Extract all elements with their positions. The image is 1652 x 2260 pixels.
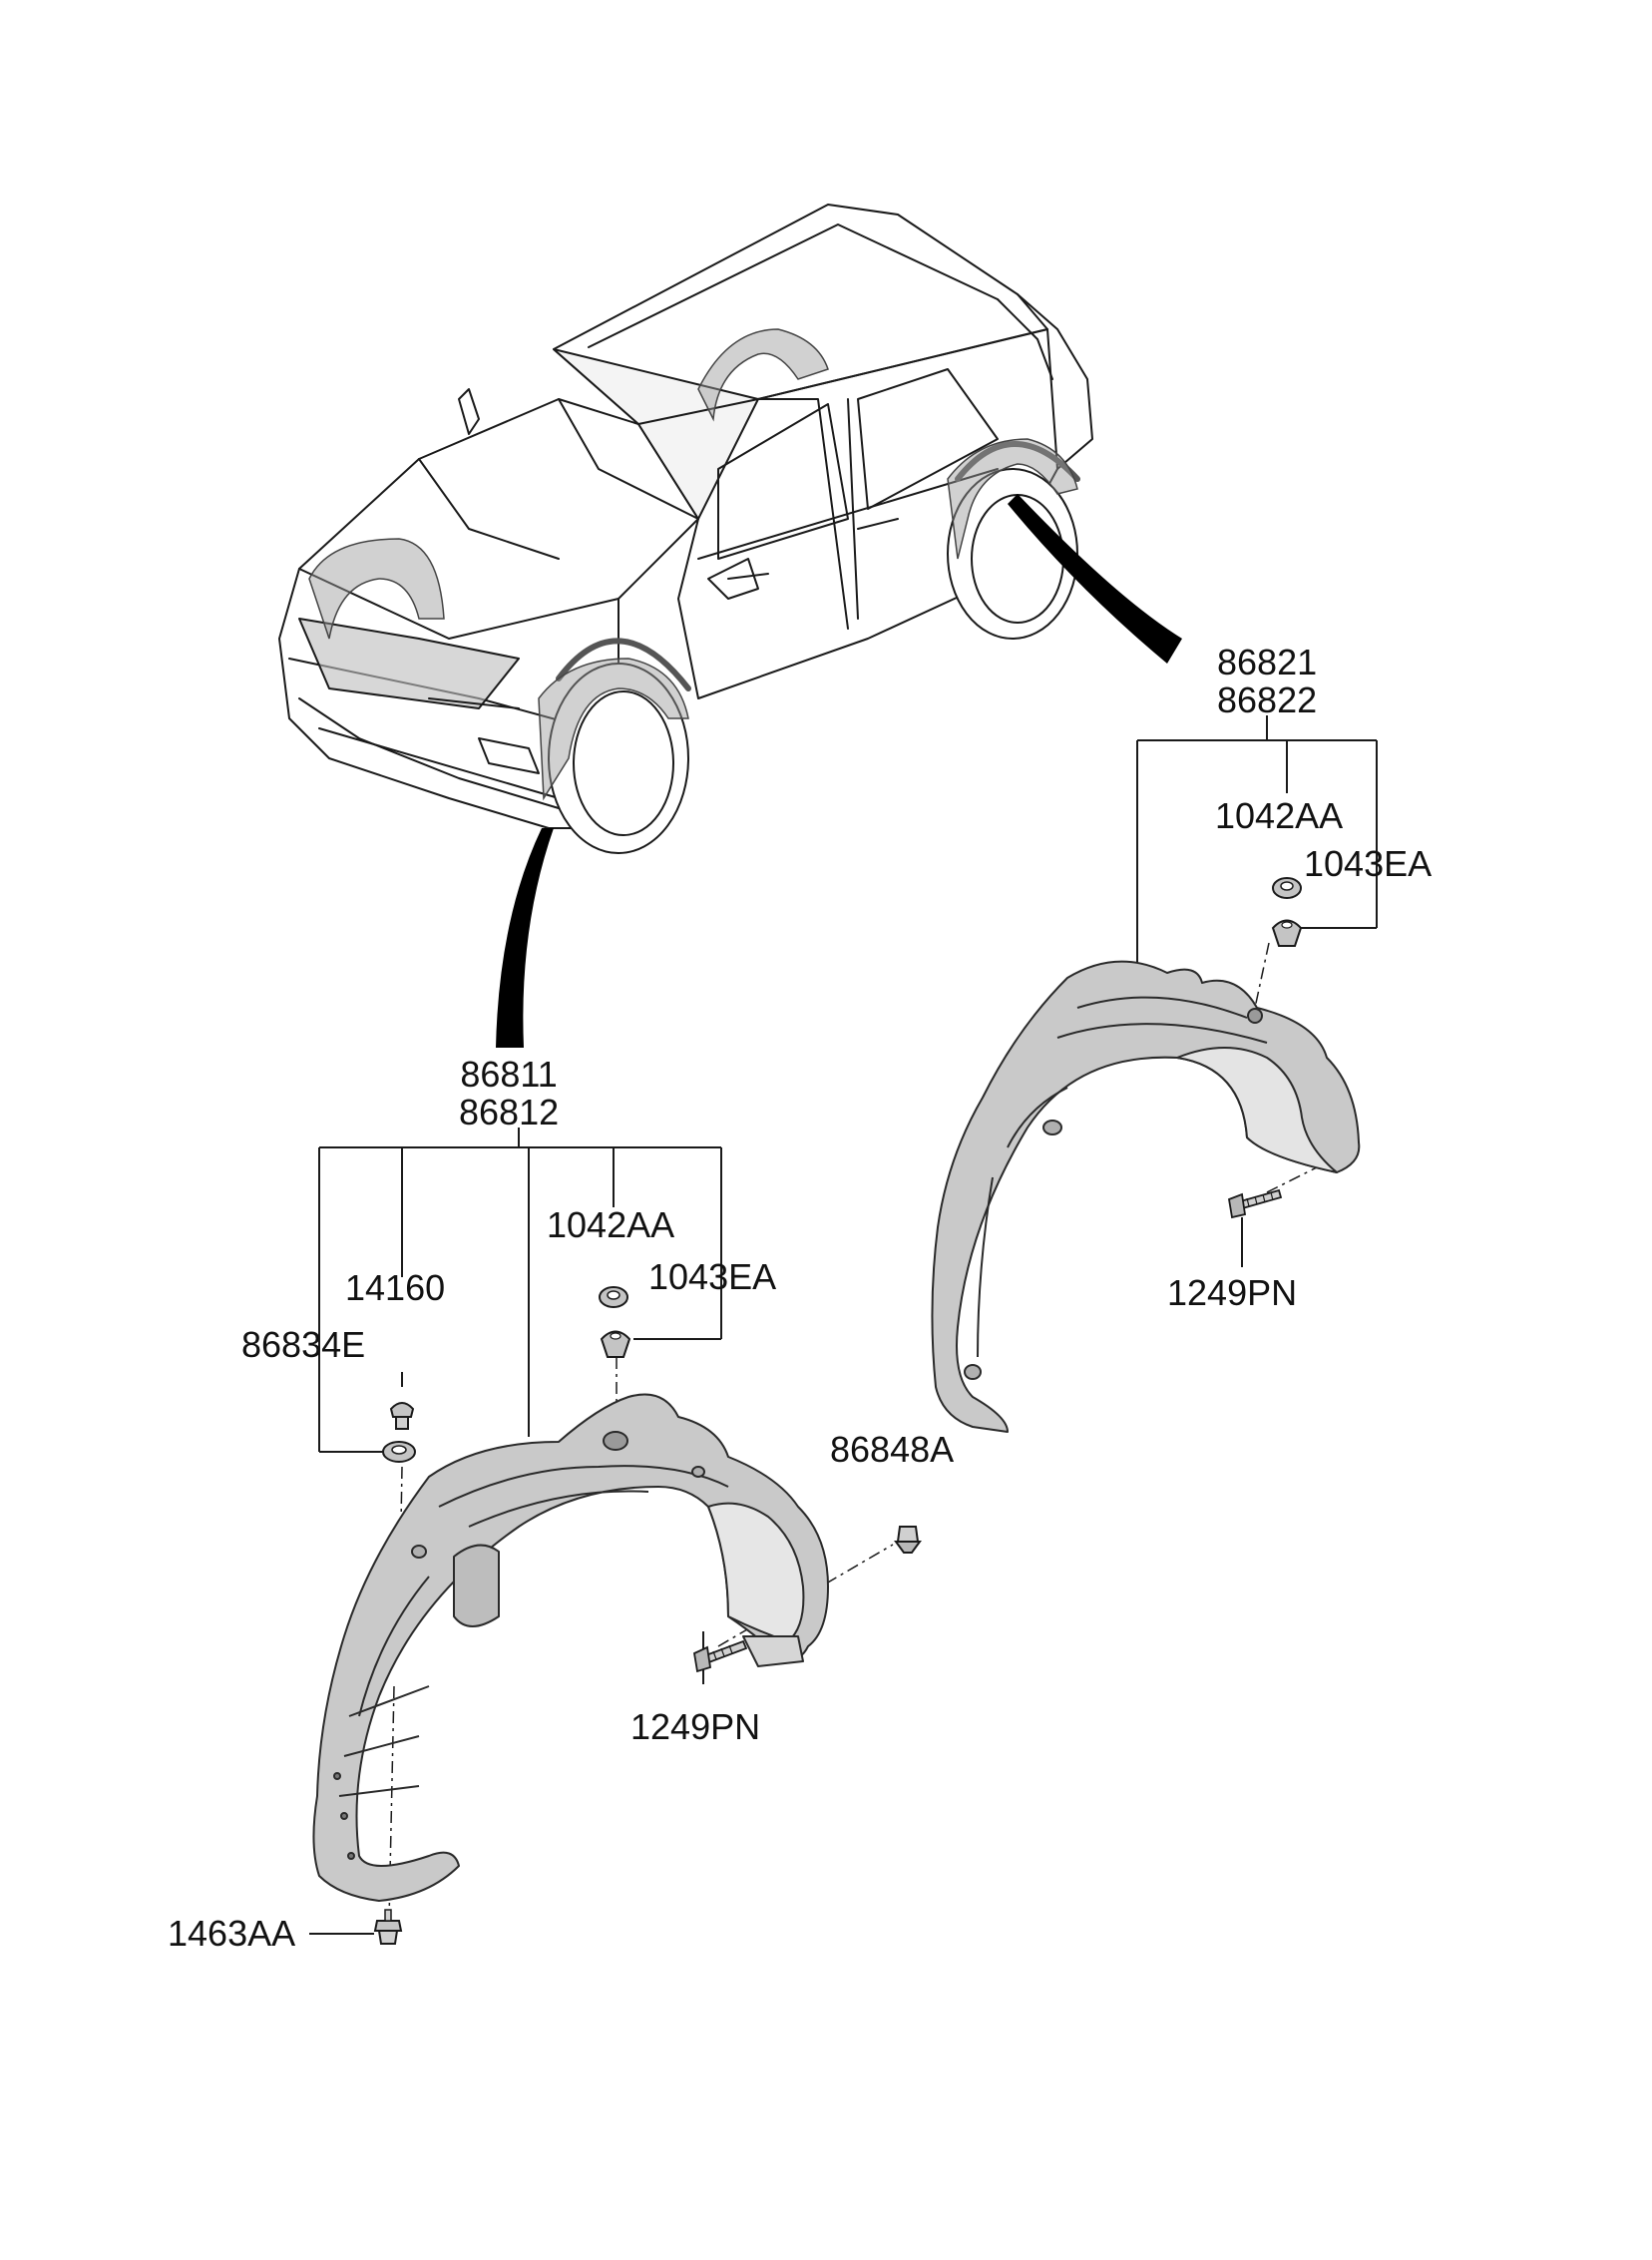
front-grommet-86834E <box>382 1441 416 1463</box>
front-wheel-liner <box>312 1393 829 1902</box>
front-grommet-label: 86834E <box>241 1324 366 1365</box>
front-screw-1249PN <box>692 1639 748 1673</box>
rear-liner-group <box>931 715 1378 1433</box>
rear-wheel-liner <box>931 960 1361 1433</box>
rear-part-number-1: 86821 <box>1217 642 1318 682</box>
front-pin-86848A <box>894 1526 922 1554</box>
rear-washer-label: 1042AA <box>1215 795 1344 836</box>
front-part-number-2: 86812 <box>459 1091 560 1132</box>
front-bottom-screw-label: 1463AA <box>168 1913 296 1954</box>
front-washer-label: 1042AA <box>547 1204 675 1245</box>
front-bottom-screw-1463AA <box>373 1909 403 1945</box>
rear-nut-1043EA <box>1271 919 1303 947</box>
rear-part-number-2: 86822 <box>1217 678 1318 720</box>
rear-leader-lines <box>1136 715 1378 1267</box>
front-liner-group <box>309 1128 922 1945</box>
front-leader-lines <box>309 1128 722 1935</box>
front-screw-label: 1249PN <box>630 1706 761 1747</box>
rear-part-numbers: 86821 86822 <box>1217 644 1317 719</box>
vehicle-illustration <box>278 204 1093 854</box>
front-part-number-1: 86811 <box>460 1054 558 1095</box>
front-nut-1043EA <box>600 1330 631 1358</box>
front-part-numbers: 86811 86812 <box>459 1056 559 1131</box>
rear-nut-label: 1043EA <box>1304 843 1433 884</box>
front-clip-label: 14160 <box>345 1267 446 1308</box>
rear-screw-1249PN <box>1227 1188 1283 1219</box>
front-washer-1042AA <box>599 1286 628 1308</box>
front-pin-label: 86848A <box>830 1429 955 1470</box>
detail-pointers <box>496 494 1182 1048</box>
front-nut-label: 1043EA <box>648 1256 777 1297</box>
front-clip-14160 <box>389 1402 415 1430</box>
rear-washer-1042AA <box>1272 877 1302 899</box>
rear-screw-label: 1249PN <box>1167 1272 1298 1313</box>
vehicle-liner-highlights <box>308 328 1078 801</box>
